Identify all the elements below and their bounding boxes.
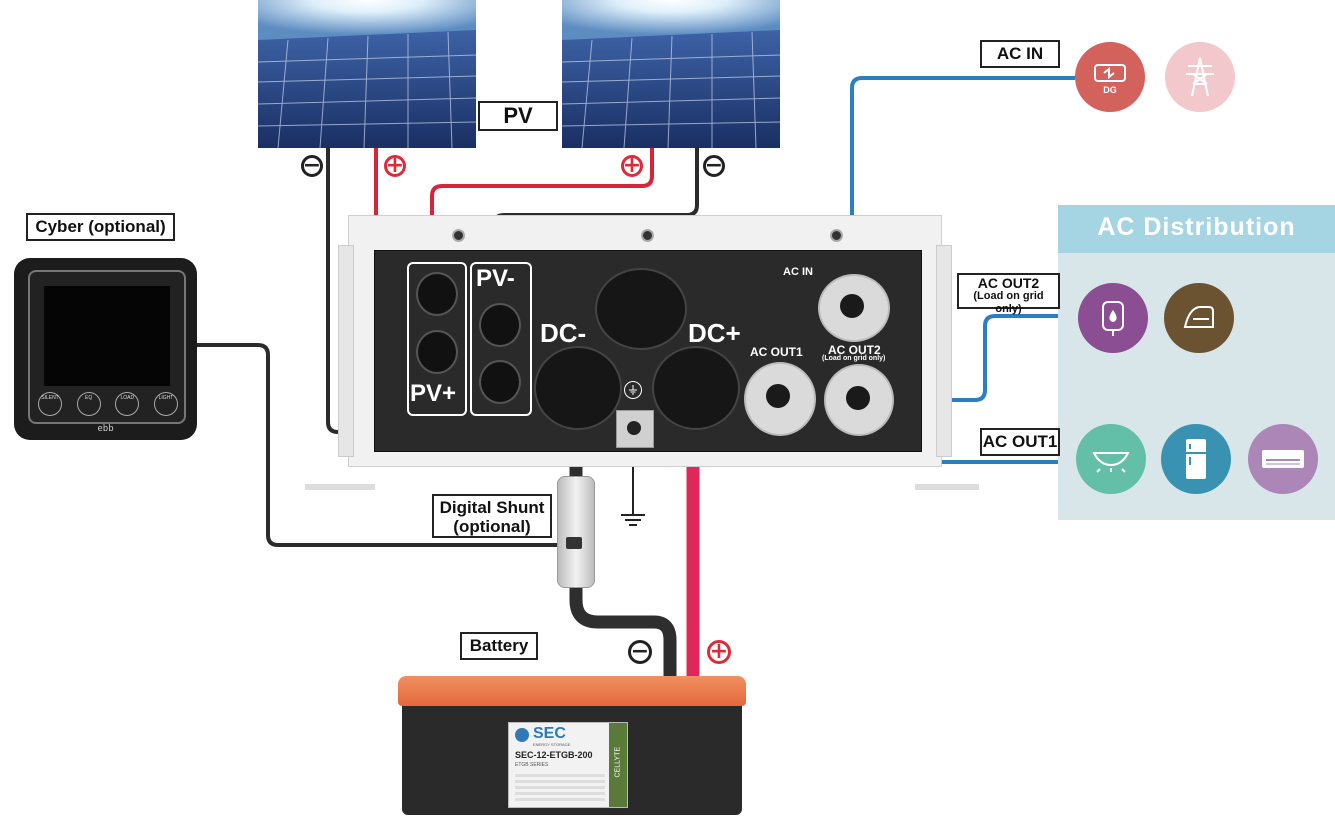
pv2-negative-sign: − bbox=[703, 153, 725, 178]
battery-brand: SEC bbox=[533, 725, 566, 742]
pv-connector[interactable] bbox=[479, 360, 521, 404]
water-heater-icon bbox=[1078, 283, 1148, 353]
refrigerator-icon bbox=[1161, 424, 1231, 494]
air-conditioner-icon bbox=[1248, 424, 1318, 494]
pv-plus-label: PV+ bbox=[410, 380, 457, 407]
battery-warning-strip bbox=[515, 771, 605, 801]
digital-shunt-subtitle: (optional) bbox=[453, 517, 531, 536]
iron-icon bbox=[1164, 283, 1234, 353]
transmission-tower-icon bbox=[1165, 42, 1235, 112]
digital-shunt-title: Digital Shunt bbox=[439, 498, 545, 517]
battery-negative-sign: − bbox=[628, 640, 652, 664]
cyber-brand: ebb bbox=[97, 424, 114, 434]
pv-connector[interactable] bbox=[416, 272, 458, 316]
ac-distribution-header bbox=[1058, 205, 1335, 253]
cyber-button-label: LOAD bbox=[120, 395, 135, 401]
pv-minus-group bbox=[470, 262, 532, 416]
pv-plus-group bbox=[407, 262, 467, 416]
cyber-button-silent[interactable]: SILENT bbox=[38, 392, 62, 416]
inverter-foot-left bbox=[305, 484, 375, 490]
ac-out2-port-sublabel: (Load on grid only) bbox=[822, 355, 886, 362]
dg-text: DG bbox=[1103, 85, 1117, 95]
battery-model: SEC-12-ETGB-200 bbox=[515, 750, 593, 760]
screw bbox=[641, 229, 654, 242]
cyber-screen bbox=[44, 286, 170, 386]
cyber-button-label: EQ bbox=[85, 395, 93, 401]
ground-icon bbox=[621, 514, 645, 526]
dc-plus-label: DC+ bbox=[688, 318, 741, 348]
ac-in-label: AC IN bbox=[980, 40, 1060, 68]
ac-distribution-title: AC Distribution bbox=[1097, 213, 1296, 241]
inverter-foot-right bbox=[915, 484, 979, 490]
pv-minus-label: PV- bbox=[476, 265, 515, 292]
pv1-positive-sign: + bbox=[384, 153, 406, 178]
ac-out2-gland[interactable] bbox=[824, 364, 894, 436]
digital-shunt-device[interactable] bbox=[557, 476, 595, 588]
battery-tagline: ENERGY STORAGE bbox=[533, 742, 571, 747]
dc-top-port bbox=[595, 268, 687, 350]
inverter-left-bracket bbox=[338, 245, 354, 457]
battery-positive-sign: + bbox=[707, 640, 731, 664]
pv1-negative-sign: − bbox=[301, 153, 323, 178]
solar-panel-left bbox=[258, 0, 476, 148]
screw bbox=[452, 229, 465, 242]
cyber-buttons: SILENT EQ LOAD LIGHT bbox=[38, 392, 178, 416]
screw bbox=[830, 229, 843, 242]
pv2-positive-wire bbox=[430, 148, 654, 290]
ac-out1-port-label: AC OUT1 bbox=[750, 345, 803, 359]
ac-in-port-label: AC IN bbox=[783, 266, 813, 278]
generator-icon: DG bbox=[1075, 42, 1145, 112]
ac-out2-port-label: AC OUT2 bbox=[828, 343, 881, 357]
pv-label: PV bbox=[478, 101, 558, 131]
cyber-button-label: SILENT bbox=[41, 395, 59, 401]
sec-logo-icon bbox=[515, 728, 529, 742]
ac-out2-tag-subtitle: (Load on grid only) bbox=[973, 290, 1044, 315]
pv2-positive-sign: + bbox=[621, 153, 643, 178]
ac-out1-gland[interactable] bbox=[744, 362, 816, 436]
cyber-cable bbox=[196, 343, 560, 547]
pv-connector[interactable] bbox=[479, 303, 521, 347]
battery-side-band bbox=[609, 723, 627, 807]
battery-lid bbox=[398, 676, 746, 706]
ac-out2-tag-title: AC OUT2 bbox=[977, 275, 1040, 291]
ac-in-gland[interactable] bbox=[818, 274, 890, 342]
dc-plus-port[interactable] bbox=[652, 346, 740, 430]
battery-sticker: SEC ENERGY STORAGE SEC-12-ETGB-200 ETGB … bbox=[508, 722, 628, 808]
ac-out2-tag: AC OUT2 (Load on grid only) bbox=[957, 273, 1060, 315]
cyber-monitor[interactable]: SILENT EQ LOAD LIGHT ebb bbox=[14, 258, 197, 440]
digital-shunt-label: Digital Shunt (optional) bbox=[432, 494, 552, 538]
dc-minus-label: DC- bbox=[540, 318, 587, 348]
cyber-button-load[interactable]: LOAD bbox=[115, 392, 140, 416]
battery-side-text: CELLYTE bbox=[614, 746, 622, 778]
ground-terminal[interactable] bbox=[616, 410, 654, 448]
solar-panel-right bbox=[562, 0, 780, 148]
ac-in-wire bbox=[850, 76, 1075, 300]
battery-negative-cable bbox=[569, 392, 677, 690]
ac-out1-label: AC OUT1 bbox=[980, 428, 1060, 456]
battery-label: Battery bbox=[460, 632, 538, 660]
cyber-button-light[interactable]: LIGHT bbox=[153, 392, 178, 416]
battery-series: ETGB SERIES bbox=[515, 762, 549, 768]
cyber-label: Cyber (optional) bbox=[26, 213, 175, 241]
ceiling-light-icon bbox=[1076, 424, 1146, 494]
pv-connector[interactable] bbox=[416, 330, 458, 374]
ac-out2-wire bbox=[862, 314, 1078, 402]
cyber-button-label: LIGHT bbox=[158, 395, 174, 401]
ground-symbol-icon bbox=[624, 381, 642, 399]
cyber-screen-bezel: SILENT EQ LOAD LIGHT bbox=[28, 270, 186, 424]
cyber-button-eq[interactable]: EQ bbox=[76, 392, 101, 416]
inverter-right-bracket bbox=[936, 245, 952, 457]
dc-minus-port[interactable] bbox=[534, 346, 622, 430]
